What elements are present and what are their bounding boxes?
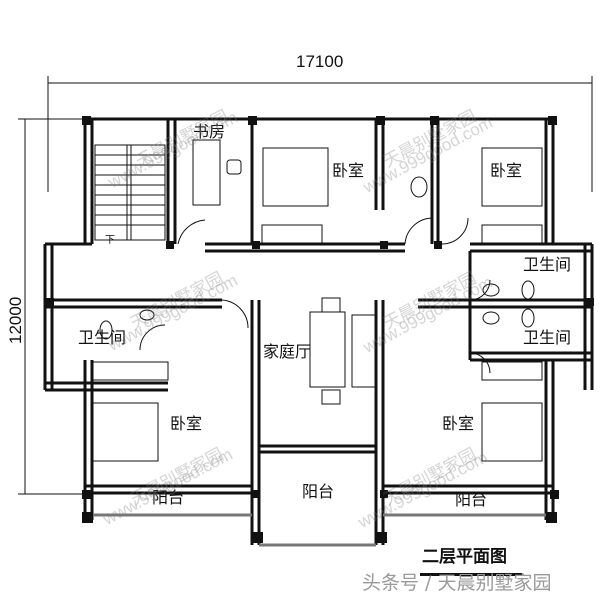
room-label-bathroom: 卫生间 [523, 328, 572, 347]
bed [262, 147, 329, 207]
room-label-balcony: 阳台 [455, 490, 488, 509]
room-label-study: 书房 [193, 122, 226, 141]
bed [92, 402, 159, 462]
width-dimension: 17100 [296, 52, 344, 71]
bed [481, 402, 543, 462]
coffee-table [309, 311, 346, 388]
room-label-bathroom: 卫生间 [78, 328, 127, 347]
room-label-bedroom: 卧室 [332, 161, 365, 180]
sofa [351, 314, 378, 388]
room-label-bedroom: 卧室 [170, 414, 203, 433]
stair-direction-label: 下 [105, 235, 115, 246]
bed [481, 147, 543, 207]
title-underline [420, 573, 522, 576]
study-chair [226, 159, 242, 175]
room-label-bathroom: 卫生间 [523, 255, 572, 274]
height-dimension: 12000 [6, 296, 25, 344]
plan-title: 二层平面图 [422, 547, 507, 567]
staircase [94, 144, 166, 241]
room-label-balcony: 阳台 [152, 488, 185, 507]
footer-credit: 头条号 / 天晨别墅家园 [362, 572, 552, 594]
room-label-bedroom: 卧室 [442, 414, 475, 433]
room-label-bedroom: 卧室 [490, 161, 523, 180]
study-desk [192, 139, 221, 206]
room-label-family-hall: 家庭厅 [263, 342, 312, 361]
room-label-balcony: 阳台 [302, 482, 335, 501]
